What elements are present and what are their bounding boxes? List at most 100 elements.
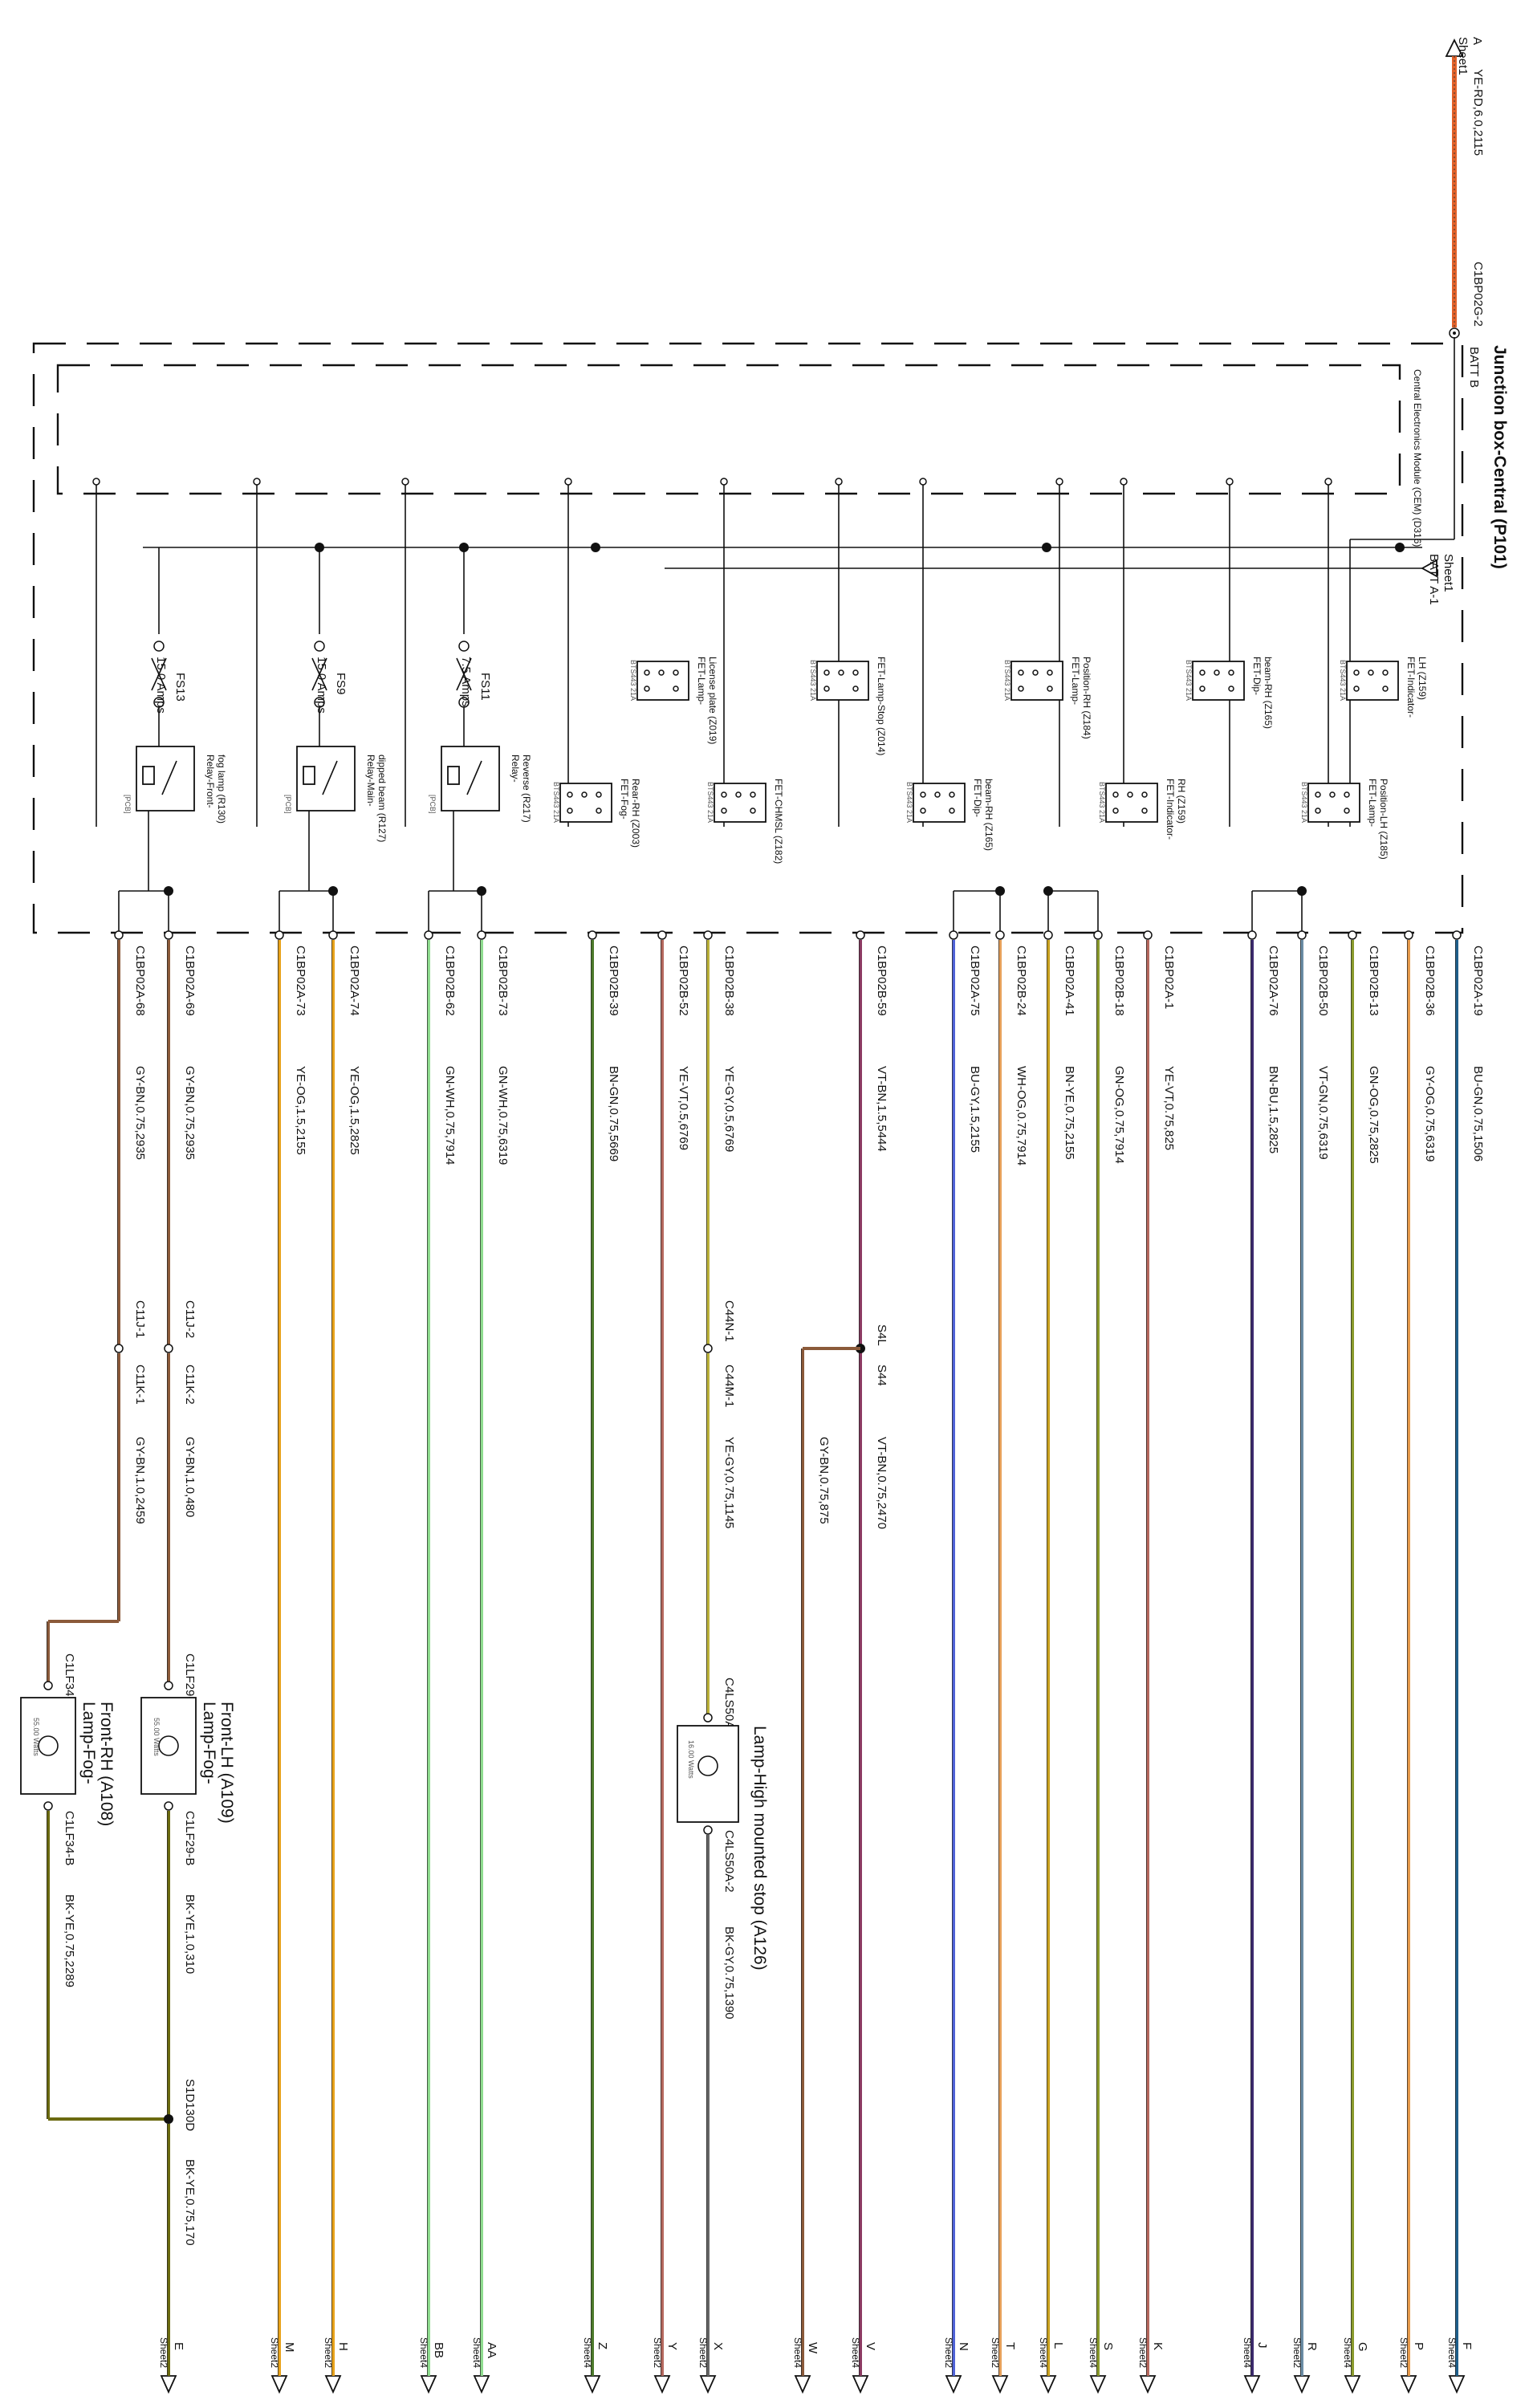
fet-pin (581, 791, 588, 798)
fet-part: BTS443 21A (905, 782, 913, 823)
wire-label: YE-VT,0.75,825 (1162, 1066, 1176, 1150)
fet-pin (673, 669, 679, 676)
pin-label: C1BP02B-13 (1367, 946, 1381, 1016)
s44-branch-wire: GY-BN,0.75,875 (817, 1437, 831, 1524)
sheet-letter: BB (432, 2342, 445, 2358)
sheet-arrow-icon (1139, 2375, 1157, 2394)
wire-label: VT-GN,0.75,6319 (1316, 1066, 1330, 1160)
cem-module-outline (56, 364, 1401, 495)
fog-name: Lamp-Fog- (200, 1702, 218, 1784)
fet-pin (1228, 685, 1234, 692)
wire-pin (477, 930, 486, 940)
relay-name: Relay- (510, 755, 521, 783)
wire-label: VT-BN,1.5,5444 (875, 1066, 888, 1152)
sheet-letter: F (1460, 2342, 1474, 2349)
fet-pin (1018, 669, 1024, 676)
sheet-arrow-icon (473, 2375, 490, 2394)
pin-label: C1BP02A-73 (294, 946, 307, 1016)
sheet-ref: Sheet2 (652, 2337, 663, 2368)
pin-label: C1BP02B-38 (722, 946, 736, 1016)
fuse-icon (456, 657, 472, 691)
pin-label: C1BP02B-50 (1316, 946, 1330, 1016)
top-connector-letter: A (1470, 37, 1484, 45)
jumper-dot (1297, 886, 1307, 896)
fet-pin (1329, 791, 1336, 798)
pin-label: C1BP02B-36 (1423, 946, 1437, 1016)
sheet-ref: Sheet4 (1446, 2337, 1458, 2368)
sheet-letter: S (1101, 2342, 1115, 2350)
top-pin-label: C1BP02G-2 (1471, 262, 1485, 327)
sheet-letter: E (172, 2342, 185, 2350)
lamp-high-pin-a: C4LS50A-1 (722, 1678, 736, 1740)
fet-box (636, 661, 689, 701)
sheet-letter: L (1051, 2342, 1065, 2349)
fuse-rating: 7.5 Amps (459, 657, 473, 707)
fet-part: BTS443 21A (1003, 660, 1011, 701)
jumper-dot (328, 886, 338, 896)
fog-name-2: Front-LH (A109) (218, 1702, 236, 1824)
fet-name-2: beam-RH (Z165) (1263, 657, 1274, 729)
wire-label: YE-VT,0.5,6769 (677, 1066, 690, 1150)
jumper-dot (1043, 886, 1053, 896)
sheet-ref: Sheet4 (418, 2337, 429, 2368)
sheet-arrow-icon (794, 2375, 811, 2394)
batt-a-arrow-icon (1421, 559, 1437, 578)
sheet-letter: P (1412, 2342, 1425, 2350)
c11-connector (164, 1344, 173, 1353)
sheet-letter: AA (485, 2342, 498, 2358)
batt-a-sheet: Sheet1 (1442, 554, 1455, 592)
fet-pin (567, 807, 573, 814)
lamp-high-pin-b: C4LS50A-2 (722, 1830, 736, 1893)
fet-pin (920, 791, 926, 798)
fuse-id: FS11 (478, 673, 492, 701)
relay-name-2: Reverse (R217) (521, 755, 532, 823)
pin-label: C1BP02A-74 (348, 946, 361, 1016)
lamp-high-wire: BK-GY,0.75,1390 (722, 1926, 736, 2020)
c11-b-wire: GY-BN,1.0,480 (183, 1437, 197, 1517)
fog-pin-a: C1LF34-A (63, 1653, 76, 1708)
bus-junction (591, 543, 600, 552)
jumper-dot (995, 886, 1005, 896)
fet-box (913, 783, 966, 823)
sheet-ref: Sheet4 (471, 2337, 482, 2368)
relay-coil-icon (447, 766, 460, 785)
cem-output-pin (564, 478, 572, 486)
sheet-ref: Sheet4 (582, 2337, 593, 2368)
diagram-title: Junction box-Central (P101) (1490, 345, 1509, 569)
fet-pin (934, 791, 941, 798)
fet-name-2: beam-RH (Z165) (983, 779, 994, 851)
fet-name: FET-Indicator- (1165, 779, 1176, 840)
fet-name: FET-Dip- (1251, 657, 1263, 695)
fet-name: FET-Indicator- (1405, 657, 1417, 718)
sheet-arrow-icon (1243, 2375, 1261, 2394)
fog-pin-b: C1LF34-B (63, 1811, 76, 1865)
pin-label: C1BP02A-69 (183, 946, 197, 1016)
fuse-rating: 15.0 Amps (154, 657, 168, 714)
pin-label: C1BP02A-1 (1162, 946, 1176, 1009)
pin-label: C1BP02A-75 (968, 946, 982, 1016)
fet-part: BTS443 21A (1098, 782, 1106, 823)
c11-a-in: C11J-1 (133, 1300, 147, 1338)
sheet-ref: Sheet2 (1137, 2337, 1149, 2368)
wire-pin (1348, 930, 1357, 940)
batt-b-label: BATT B (1467, 347, 1481, 388)
lamp-pin (703, 1825, 713, 1835)
wire-label: GN-OG,0.75,2825 (1367, 1066, 1381, 1164)
sheet-ref: Sheet2 (1291, 2337, 1303, 2368)
s44-pin: S4L (875, 1324, 888, 1346)
cem-output-pin (919, 478, 927, 486)
wire-label: GN-OG,0.75,7914 (1112, 1066, 1126, 1164)
lamp-pin (43, 1681, 53, 1690)
fet-part: BTS443 21A (1185, 660, 1193, 701)
fet-pin (1112, 791, 1119, 798)
fet-pin (1315, 807, 1321, 814)
sheet-arrow-icon (699, 2375, 717, 2394)
fog-pin-b: C1LF29-B (183, 1811, 197, 1865)
lamp-bulb-icon (697, 1755, 718, 1776)
pin-label: C1BP02B-52 (677, 946, 690, 1016)
fuse-terminal (153, 641, 165, 652)
fet-pin (949, 807, 955, 814)
fet-part: BTS443 21A (1339, 660, 1347, 701)
cem-output-pin (835, 478, 843, 486)
